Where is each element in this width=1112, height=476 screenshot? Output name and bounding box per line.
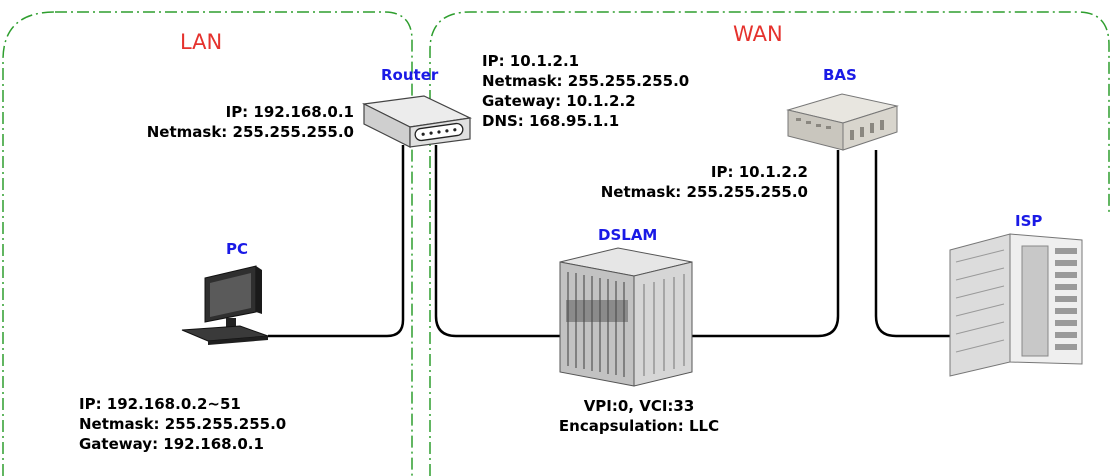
dslam-icon: [559, 247, 693, 387]
pc-config: IP: 192.168.0.2~51 Netmask: 255.255.255.…: [79, 394, 286, 454]
bas-label: BAS: [823, 66, 857, 84]
router-lan-config: IP: 192.168.0.1 Netmask: 255.255.255.0: [60, 102, 354, 142]
dslam-bas-cable: [690, 150, 840, 338]
router-icon: [361, 95, 473, 148]
lan-zone-boundary: [2, 11, 413, 476]
isp-label: ISP: [1015, 212, 1043, 230]
dslam-config: VPI:0, VCI:33 Encapsulation: LLC: [520, 396, 758, 436]
router-wan-netmask: Netmask: 255.255.255.0: [482, 72, 690, 90]
router-wan-config: IP: 10.1.2.1 Netmask: 255.255.255.0 Gate…: [482, 51, 689, 131]
wan-zone-label: WAN: [733, 22, 783, 46]
router-label: Router: [381, 66, 439, 84]
router-wan-gateway: Gateway: 10.1.2.2: [482, 92, 636, 110]
bas-config: IP: 10.1.2.2 Netmask: 255.255.255.0: [505, 162, 808, 202]
wan-zone-boundary: [429, 11, 1110, 476]
bas-icon: [786, 93, 899, 151]
pc-gateway: Gateway: 192.168.0.1: [79, 435, 264, 453]
lan-zone-label: LAN: [180, 30, 223, 54]
router-wan-dns: DNS: 168.95.1.1: [482, 112, 620, 130]
dslam-vpi-vci: VPI:0, VCI:33: [583, 397, 695, 415]
bas-netmask: Netmask: 255.255.255.0: [600, 183, 808, 201]
bas-isp-cable: [874, 150, 955, 338]
pc-netmask: Netmask: 255.255.255.0: [79, 415, 287, 433]
router-dslam-cable: [434, 145, 560, 338]
router-lan-ip: IP: 192.168.0.1: [225, 103, 354, 121]
bas-ip: IP: 10.1.2.2: [710, 163, 808, 181]
isp-server-icon: [949, 233, 1083, 377]
pc-icon: [181, 265, 269, 345]
pc-ip: IP: 192.168.0.2~51: [79, 395, 241, 413]
pc-label: PC: [226, 240, 249, 258]
pc-router-cable: [268, 145, 405, 338]
router-wan-ip: IP: 10.1.2.1: [482, 52, 580, 70]
dslam-encapsulation: Encapsulation: LLC: [558, 417, 720, 435]
router-lan-netmask: Netmask: 255.255.255.0: [146, 123, 354, 141]
dslam-label: DSLAM: [598, 226, 658, 244]
